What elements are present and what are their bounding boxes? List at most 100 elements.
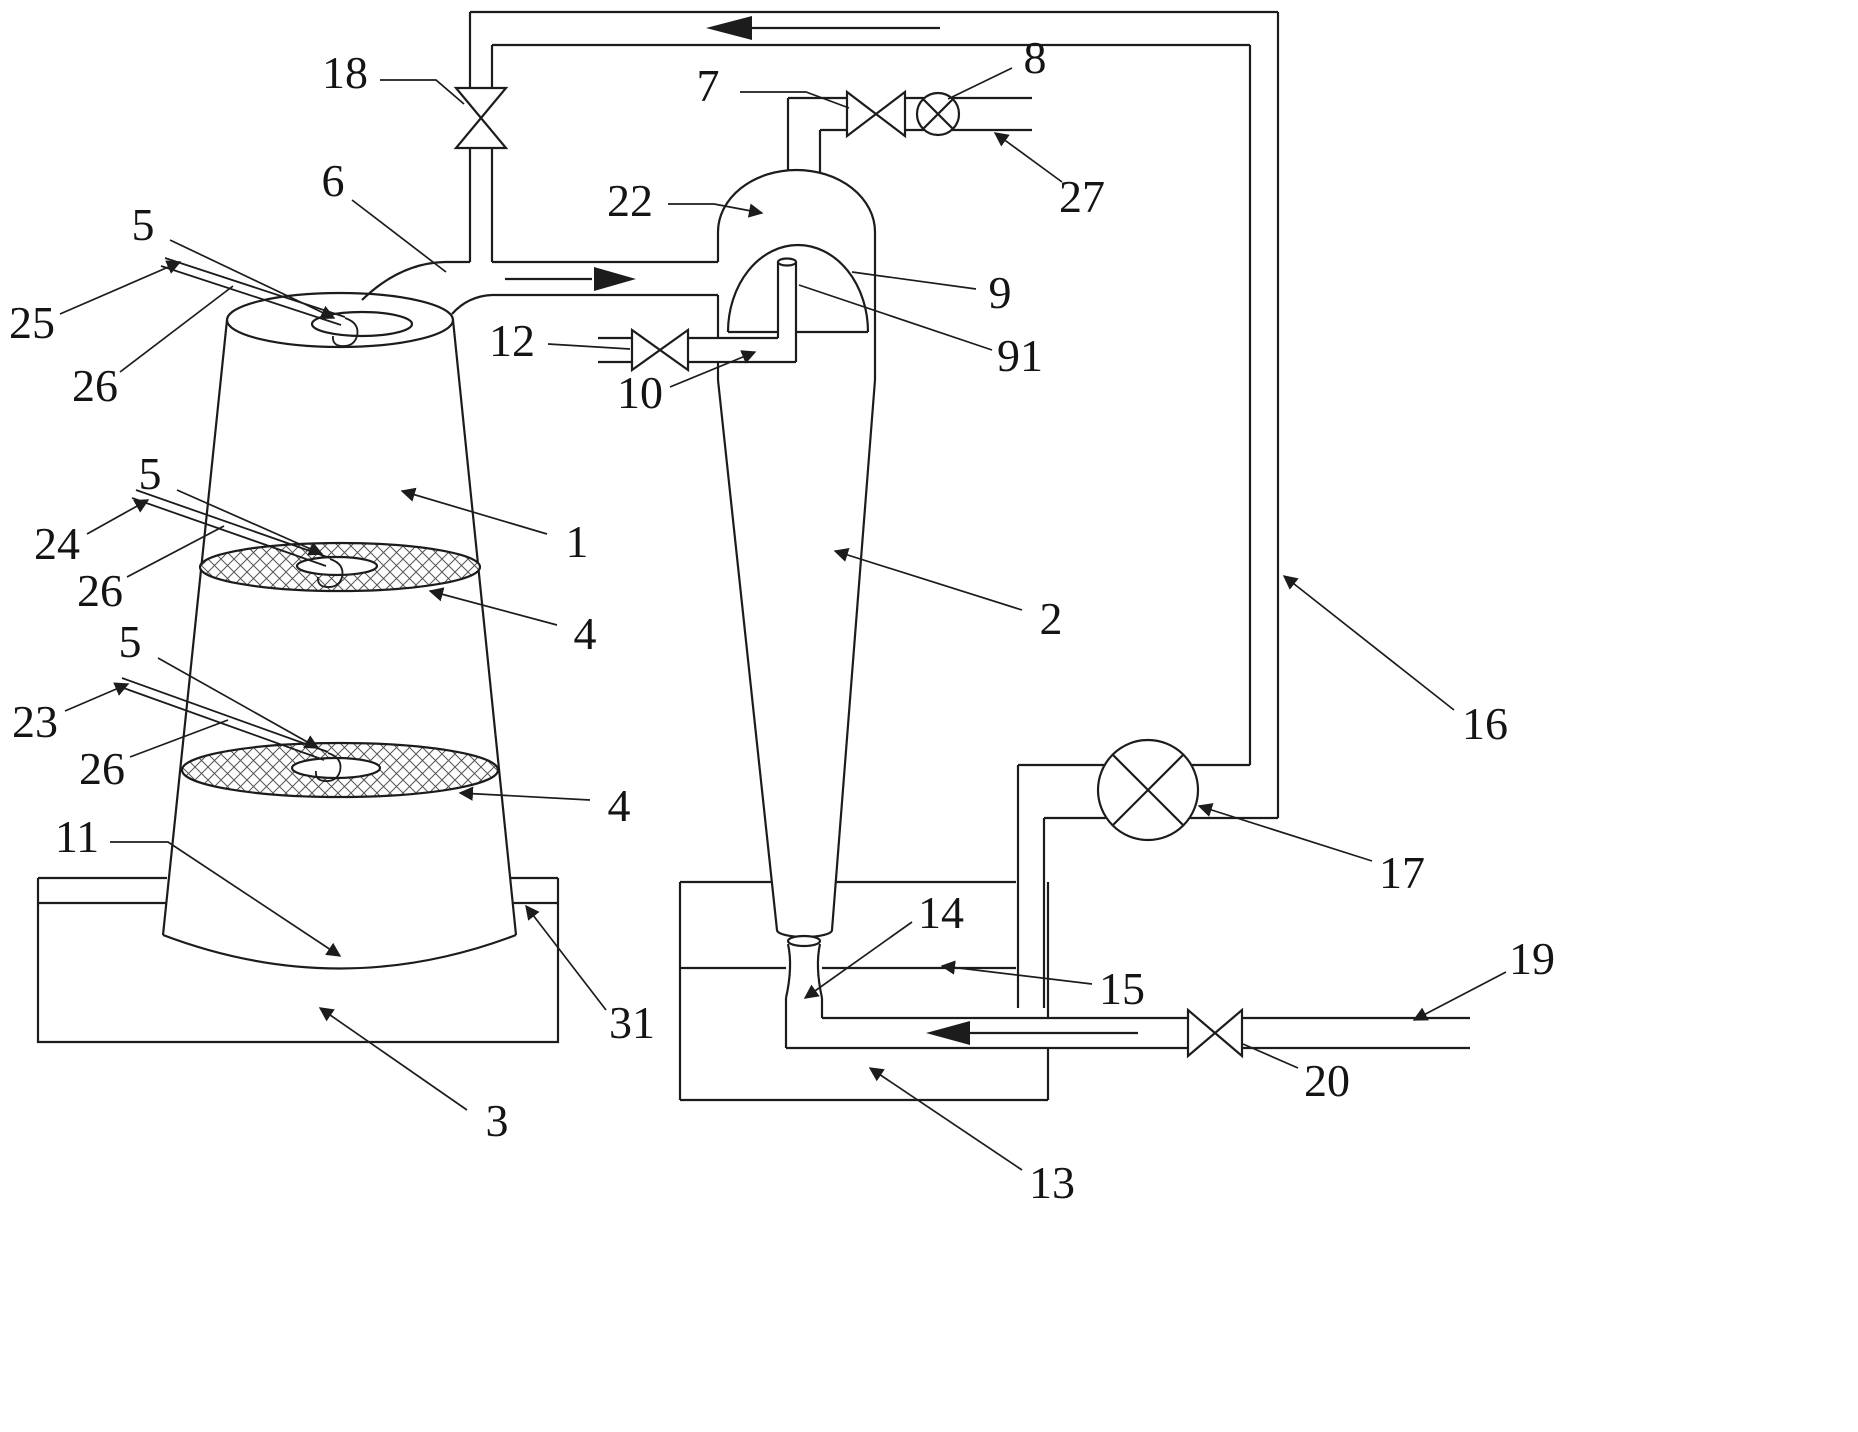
leader-9 — [851, 271, 977, 290]
cyclone-cone-walls — [716, 379, 877, 931]
feed-pipe-lines — [786, 1016, 1470, 1050]
leader-20 — [1242, 1043, 1299, 1069]
label-5-middle: 5 — [139, 448, 162, 499]
drain-nozzle-rim — [786, 934, 822, 948]
label-11: 11 — [55, 811, 99, 862]
label-8: 8 — [1024, 32, 1047, 83]
cyclone-inlet-pipe — [598, 327, 796, 373]
leader-25 — [59, 260, 182, 315]
flow-arrow-head-feed — [926, 1021, 970, 1045]
label-17: 17 — [1379, 847, 1425, 898]
spray-pipe-middle — [131, 489, 331, 567]
valve-20-icon — [1186, 1007, 1217, 1059]
leader-17 — [1197, 803, 1373, 862]
valve-7-icon — [874, 89, 907, 139]
label-19: 19 — [1509, 933, 1555, 984]
leader-4-upper — [428, 587, 558, 626]
flow-arrow-head-duct6 — [594, 267, 636, 291]
tank3-walls — [36, 878, 560, 1044]
right-water-tank — [678, 880, 1050, 1102]
label-4-upper: 4 — [574, 608, 597, 659]
overhead-return-pipe — [470, 10, 1280, 820]
valve-7-icon — [845, 89, 878, 139]
leader-4-lower — [458, 786, 591, 801]
drain-elbow — [784, 998, 824, 1048]
label-5-bottom: 5 — [119, 616, 142, 667]
valve-12-icon — [630, 327, 662, 373]
leader-91 — [798, 284, 993, 351]
label-26-top: 26 — [72, 360, 118, 411]
leader-2 — [833, 548, 1023, 611]
tower-right-wall — [451, 319, 518, 936]
leader-lines — [59, 67, 1507, 1171]
tank13-walls — [678, 882, 1050, 1102]
leader-14 — [803, 921, 913, 999]
label-27: 27 — [1059, 171, 1105, 222]
spray-nozzle-bottom-icon — [315, 752, 342, 782]
label-9: 9 — [989, 267, 1012, 318]
leader-23 — [64, 682, 130, 712]
leader-26-middle — [126, 525, 225, 578]
duct6-top-left — [361, 260, 470, 301]
leader-22 — [668, 203, 764, 218]
cyclone-separator — [716, 89, 1032, 939]
valve-18-icon — [453, 116, 509, 150]
inner-tube-rim — [776, 257, 798, 267]
leader-31 — [525, 904, 607, 1011]
spray-tower — [161, 291, 518, 970]
connecting-duct — [361, 260, 718, 315]
leader-7 — [740, 91, 850, 109]
fan-outlet-pipe — [1018, 763, 1107, 820]
disc-lower-opening — [290, 756, 382, 780]
label-22: 22 — [607, 175, 653, 226]
leader-16 — [1282, 575, 1455, 711]
spray-nozzle-middle-icon — [317, 558, 344, 588]
downcomer-pipe — [1016, 765, 1046, 1008]
leader-18 — [380, 79, 465, 105]
leader-8 — [947, 67, 1013, 100]
left-water-tank — [36, 876, 560, 1044]
label-12: 12 — [489, 315, 535, 366]
leader-26-bottom — [129, 719, 229, 758]
label-20: 20 — [1304, 1055, 1350, 1106]
flow-meter-cross — [922, 98, 954, 130]
leader-5-bottom — [157, 657, 320, 749]
tower-top-opening — [310, 310, 414, 338]
leader-15 — [940, 960, 1093, 985]
flow-arrow-head-top — [706, 16, 752, 40]
label-6: 6 — [322, 155, 345, 206]
cyclone-dome — [716, 168, 877, 233]
leader-27 — [993, 132, 1063, 183]
drain-assembly — [784, 934, 1470, 1059]
label-24: 24 — [34, 518, 80, 569]
leader-10 — [669, 350, 757, 388]
label-26-middle: 26 — [77, 565, 123, 616]
valve-12-icon — [658, 327, 690, 373]
cyclone-cylinder-walls — [716, 232, 877, 380]
disc-upper-opening — [295, 555, 379, 577]
valve-18-icon — [453, 86, 509, 120]
valve-20-icon — [1213, 1007, 1244, 1059]
leader-6 — [351, 199, 447, 273]
spray-pipe-top — [160, 257, 346, 326]
label-26-bottom: 26 — [79, 743, 125, 794]
leader-24 — [86, 499, 150, 535]
inner-dome — [726, 243, 870, 333]
label-5-top: 5 — [132, 199, 155, 250]
leader-5-top — [169, 239, 336, 319]
label-13: 13 — [1029, 1157, 1075, 1208]
label-4-lower: 4 — [608, 780, 631, 831]
dome-neck-pipe — [786, 96, 847, 173]
label-31: 31 — [609, 997, 655, 1048]
label-7: 7 — [697, 60, 720, 111]
drain-nozzle-body — [784, 943, 824, 999]
pipe10-lines — [598, 336, 796, 364]
leader-19 — [1412, 971, 1507, 1021]
riser-pipe — [453, 12, 509, 262]
gas-outlet-pipe — [952, 96, 1032, 132]
leader-11 — [110, 841, 342, 957]
label-3: 3 — [486, 1095, 509, 1146]
leader-12 — [547, 343, 631, 350]
